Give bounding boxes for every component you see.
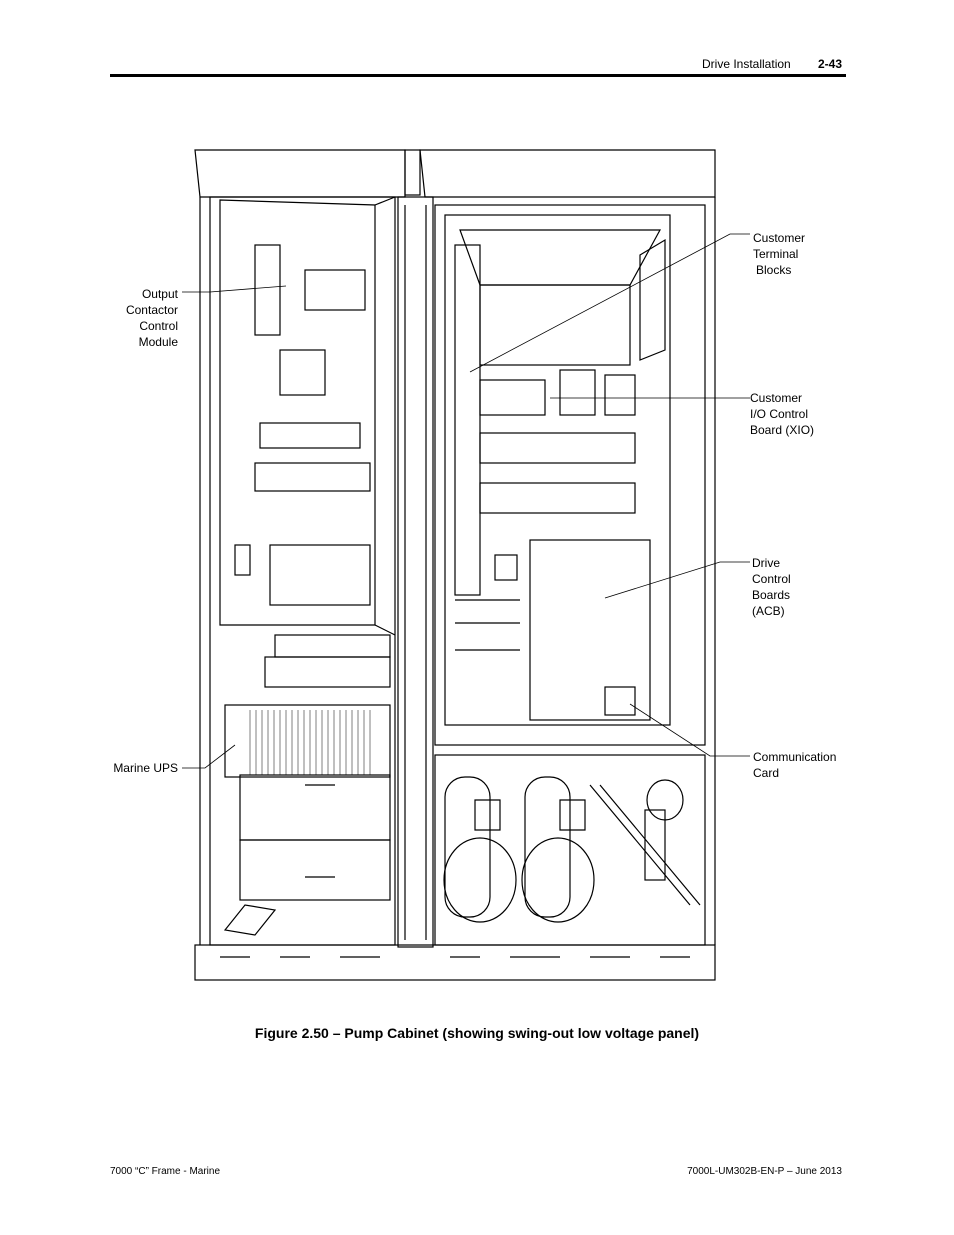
footer-left: 7000 “C” Frame - Marine xyxy=(110,1166,221,1177)
header-section-title: Drive Installation xyxy=(702,57,791,71)
figure-caption: Figure 2.50 – Pump Cabinet (showing swin… xyxy=(254,1025,700,1041)
callout-output-contactor-control-module: Output Contactor Control Module xyxy=(125,287,178,349)
callout-marine-ups: Marine UPS xyxy=(113,761,178,775)
callout-customer-terminal-blocks: Customer Terminal Blocks xyxy=(753,231,806,277)
header-page-number: 2-43 xyxy=(818,57,843,71)
header-rule xyxy=(110,74,846,77)
callout-customer-io-control-board: Customer I/O Control Board (XIO) xyxy=(750,391,815,437)
pump-cabinet-drawing xyxy=(194,149,716,981)
callout-communication-card: Communication Card xyxy=(753,750,837,780)
callout-drive-control-boards: Drive Control Boards (ACB) xyxy=(752,556,791,618)
footer-right: 7000L-UM302B-EN-P – June 2013 xyxy=(687,1166,842,1177)
